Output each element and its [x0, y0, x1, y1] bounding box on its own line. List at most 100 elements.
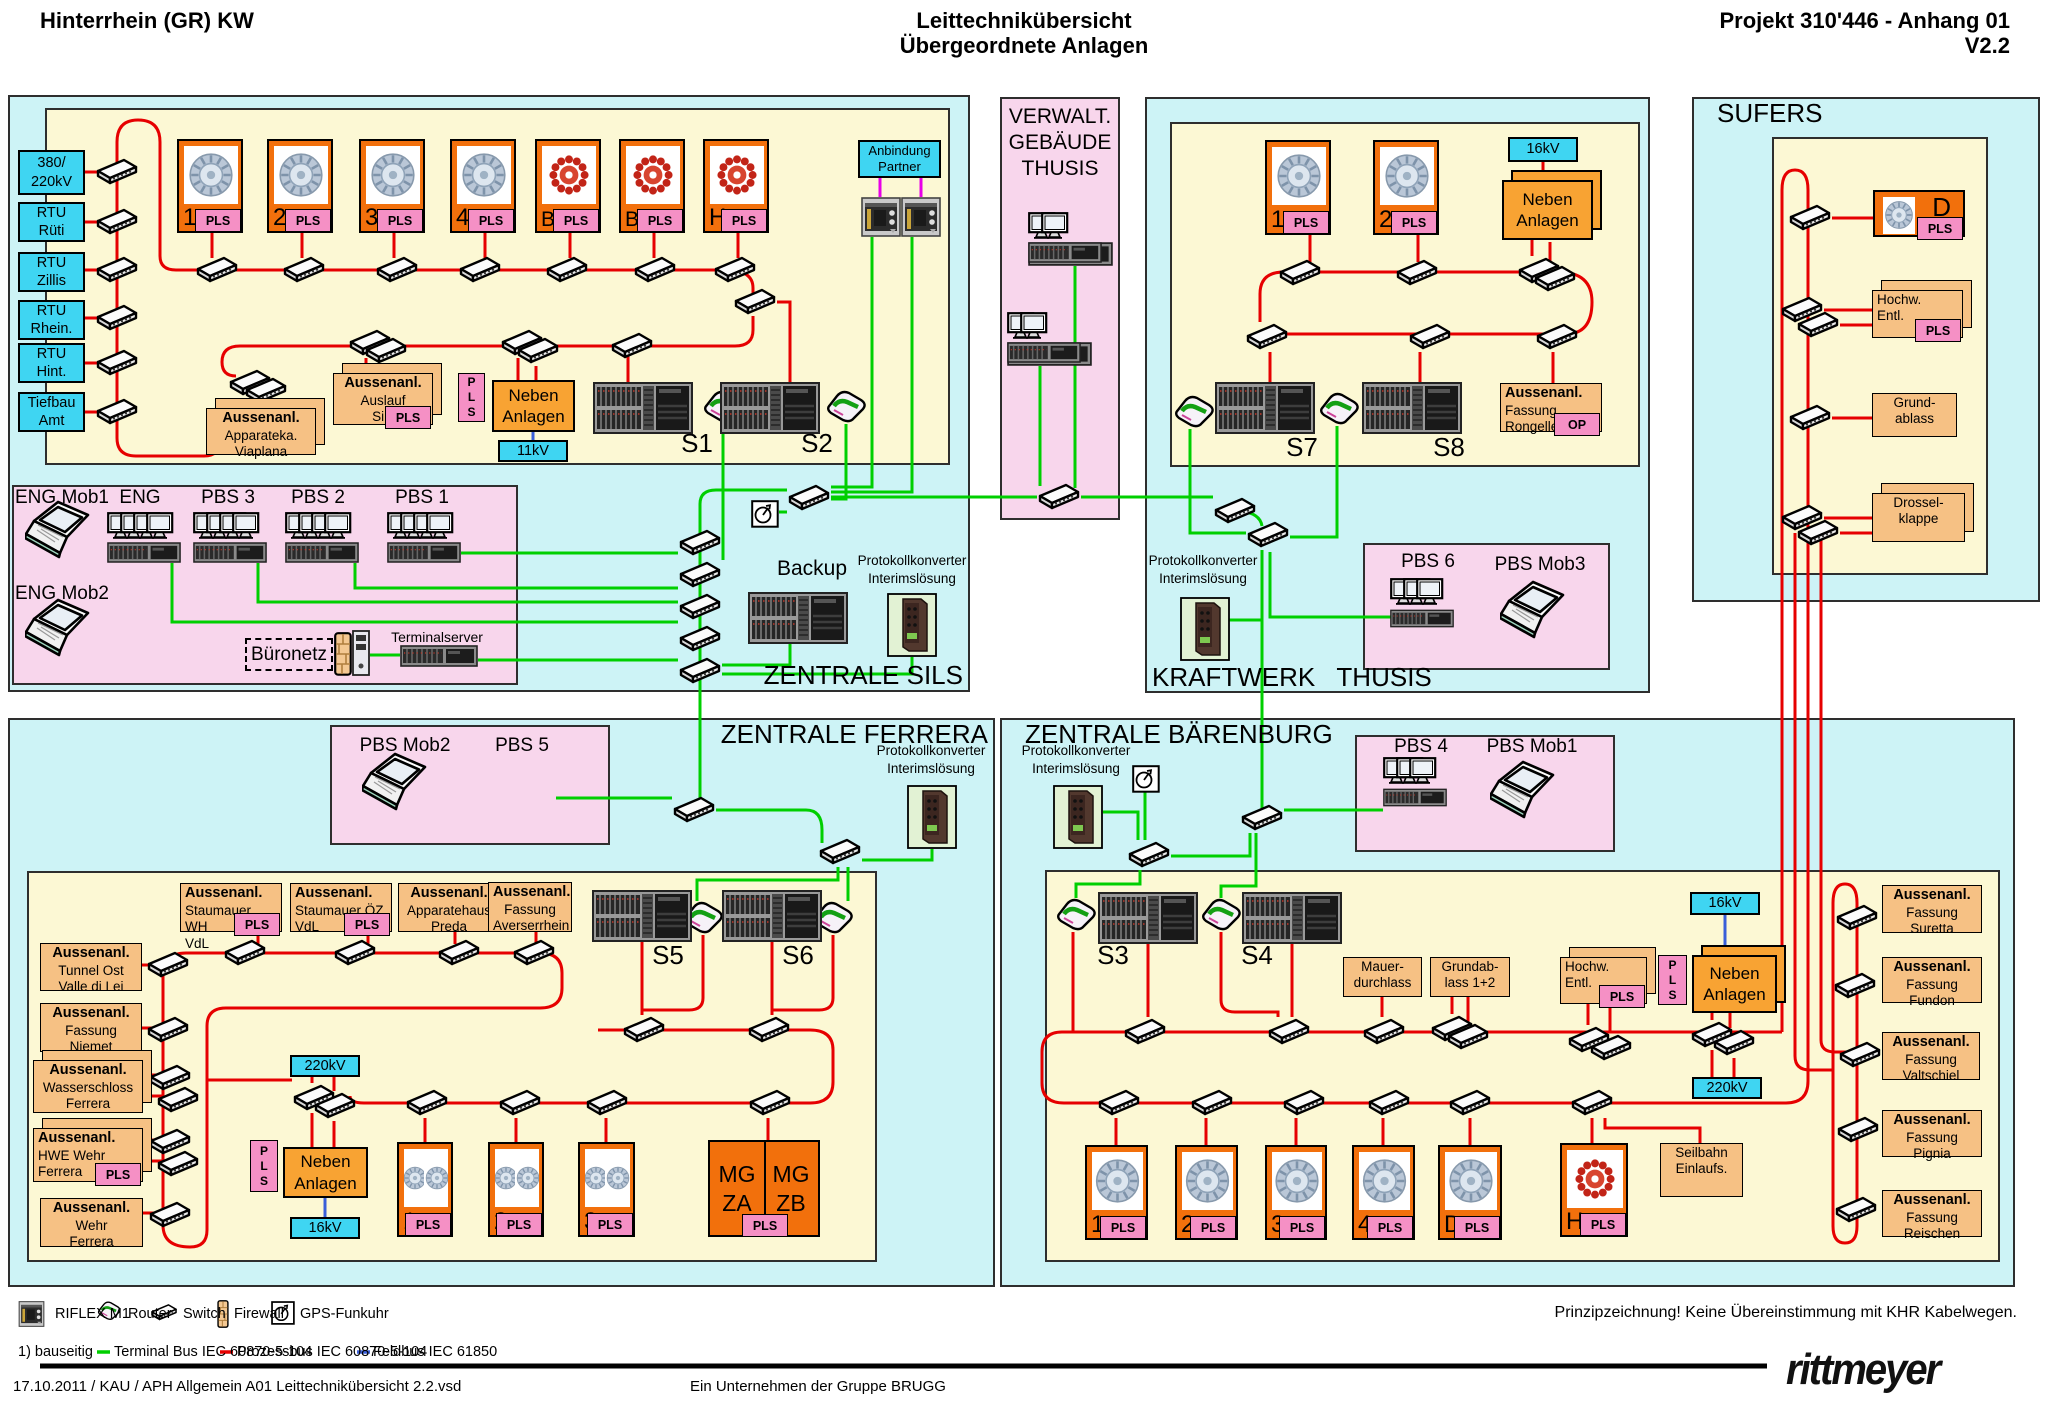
box-text-line: Wasserschloss	[42, 1079, 134, 1095]
rittmeyer-logo: rittmeyer	[1786, 1346, 1941, 1394]
pls-tag: PLS	[377, 209, 423, 232]
pls-tag: PLS	[1454, 1216, 1500, 1239]
box-text-line: Ferrera	[38, 1164, 83, 1180]
generator-label: 2	[1379, 206, 1393, 233]
box-text-line: Anlagen	[294, 1173, 357, 1193]
turbine-image	[1380, 147, 1434, 205]
aussenanlage-box: Mauer-durchlass	[1343, 957, 1422, 997]
box-text-line: Grundab-	[1441, 959, 1499, 974]
pls-tag: PLS	[496, 1213, 542, 1236]
pls-tag: PLS	[587, 1213, 633, 1236]
box-16kv-baerenburg: 16kV	[1690, 892, 1760, 915]
aussenanlage-box: Grundab-lass 1+2	[1430, 957, 1510, 997]
box-text-line: 16kV	[308, 1219, 342, 1236]
box-text-line: Mauer-	[1361, 959, 1404, 974]
diagram-label: Protokollkonverter	[876, 743, 986, 758]
box-text-line: Ferrera	[65, 1096, 111, 1112]
turbine-image	[626, 146, 680, 204]
diagram-label: ZENTRALE FERRERA	[720, 719, 988, 749]
box-11kv-sils: 11kV	[498, 440, 568, 462]
box-text-line: Wehr	[75, 1217, 108, 1233]
pls-tag: PLS	[195, 209, 241, 232]
box-text-line: 220kV	[1706, 1079, 1748, 1096]
box-text-line: Anlagen	[1703, 985, 1766, 1004]
diagram-label: VERWALT.	[1008, 105, 1112, 128]
box-text-line: Fassung	[1905, 1051, 1957, 1067]
box-text-line: Seilbahn	[1675, 1145, 1728, 1160]
diagram-label: Interimslösung	[868, 571, 956, 586]
legend-switch-label: Switch	[183, 1306, 226, 1322]
box-text-line: ZB	[776, 1189, 806, 1216]
thusis-pbs-area	[1363, 543, 1610, 670]
diagram-label: ENG	[119, 487, 161, 508]
box-text-line: Rongellen	[1505, 419, 1566, 435]
box-text-line: VdL	[185, 935, 210, 951]
diagram-label: ZENTRALE BÄRENBURG	[1025, 719, 1333, 749]
footer-file-info: 17.10.2011 / KAU / APH Allgemein A01 Lei…	[13, 1378, 462, 1395]
diagram-label: S5	[652, 940, 684, 970]
box-text-line: Aussenanl.	[1892, 1034, 1970, 1050]
turbine-image	[1567, 1150, 1623, 1208]
box-text-line: Tunnel Ost	[58, 962, 124, 978]
box-text-line: RTU	[36, 204, 67, 221]
box-text-line: Aussenanl.	[295, 885, 373, 901]
box-text-line: Aussenanl.	[52, 1200, 131, 1216]
legend-riflex-label: RIFLEX M1	[55, 1306, 130, 1322]
box-text-line: Fassung	[1906, 1209, 1958, 1225]
box-text-line: Partner	[878, 159, 921, 174]
pls-tag: PLS	[637, 209, 683, 232]
pls-tag: PLS	[1283, 211, 1329, 234]
aussenanlage-box: Grund-ablass	[1872, 393, 1957, 437]
turbine-image	[710, 146, 764, 204]
doc-title-center-2: Übergeordnete Anlagen	[899, 33, 1149, 58]
box-text-line: Fassung	[1906, 1129, 1958, 1145]
box-text-line: Amt	[38, 413, 65, 429]
box-text-line: Neben	[300, 1152, 351, 1172]
box-text-line: Zillis	[37, 273, 66, 289]
box-bueronetz: Büronetz	[245, 638, 333, 671]
riflex-m1-icon	[18, 1301, 45, 1327]
footer-disclaimer: Prinzipzeichnung! Keine Übereinstimmung …	[1554, 1304, 2017, 1321]
box-text-line: Fassung	[1505, 402, 1557, 418]
box-text-line: lass 1+2	[1444, 975, 1496, 991]
generator-label: 1	[1271, 206, 1285, 233]
box-text-line: Ferrera	[69, 1234, 114, 1250]
diagram-label: Backup	[776, 557, 848, 580]
box-text-line: Reischen	[1903, 1226, 1961, 1242]
diagram-label: PBS 4	[1394, 736, 1448, 757]
box-text-line: Fassung	[504, 901, 556, 917]
diagram-label: Protokollkonverter	[1021, 743, 1131, 758]
generator-label: D	[1932, 192, 1951, 222]
generator-label: H	[1566, 1208, 1584, 1235]
box-text-line: Fundon	[1909, 993, 1955, 1009]
pls-tag: PLS	[1100, 1216, 1146, 1239]
box-text-line: Valle di Lei	[58, 979, 124, 995]
box-text-line: RTU	[36, 345, 67, 362]
box-text-line: MG	[718, 1160, 756, 1187]
box-text-line: Averserrhein	[493, 918, 570, 934]
diagram-label: S1	[681, 428, 713, 458]
box-text-line: 16kV	[1708, 895, 1742, 912]
pls-tag: PLS	[385, 406, 431, 429]
legend-gps-label: GPS-Funkuhr	[300, 1306, 389, 1322]
box-text-line: Anbindung	[868, 142, 931, 158]
diagram-label: Protokollkonverter	[857, 553, 967, 568]
section-verwaltung-thusis	[1000, 97, 1120, 520]
pls-tag: PLS	[344, 913, 390, 936]
box-text-line: Aussenanl.	[1893, 959, 1971, 975]
diagram-label: Terminalserver	[391, 629, 483, 645]
diagram-label: PBS Mob1	[1486, 736, 1578, 757]
turbine-image	[457, 146, 511, 204]
box-text-line: Entl.	[1877, 308, 1905, 324]
box-text-line: Aussenanl.	[52, 1005, 130, 1021]
